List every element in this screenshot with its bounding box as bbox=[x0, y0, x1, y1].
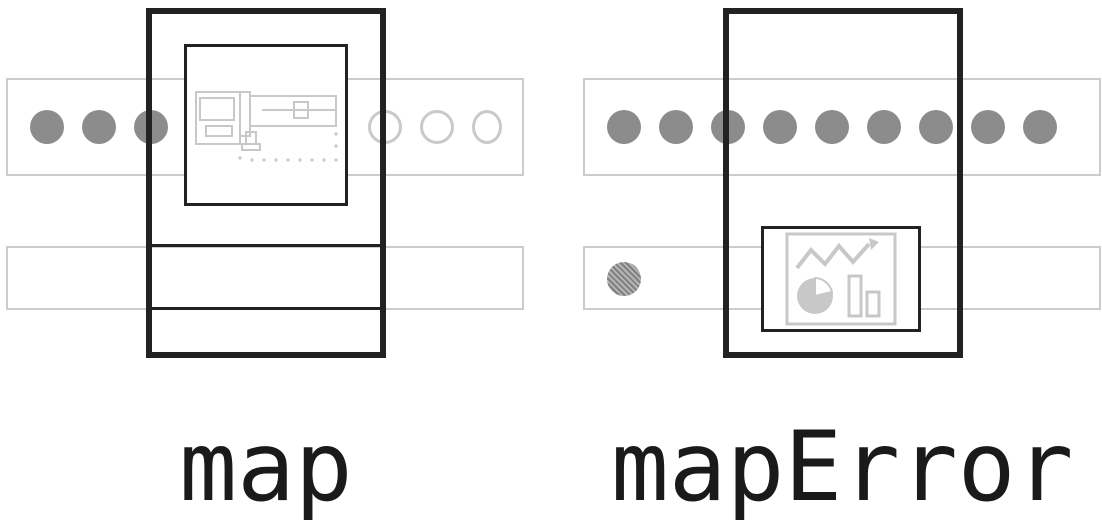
value-dot-hollow bbox=[472, 110, 502, 144]
value-lane bbox=[583, 78, 1101, 176]
map-error-caption: mapError bbox=[611, 411, 1074, 523]
value-dot-hollow bbox=[420, 110, 454, 144]
map-panel: map bbox=[6, 8, 524, 523]
value-dot bbox=[919, 110, 953, 144]
operator-box bbox=[146, 8, 386, 358]
value-dot bbox=[659, 110, 693, 144]
operator-divider bbox=[152, 307, 380, 310]
chart-report-icon bbox=[785, 232, 897, 326]
value-dot bbox=[971, 110, 1005, 144]
processing-machine-icon bbox=[195, 91, 338, 162]
value-dot bbox=[1023, 110, 1057, 144]
value-dot bbox=[30, 110, 64, 144]
value-dot bbox=[607, 110, 641, 144]
map-error-panel: mapError bbox=[551, 0, 1102, 524]
operator-divider bbox=[152, 244, 380, 247]
value-dot bbox=[815, 110, 849, 144]
map-caption: map bbox=[179, 411, 353, 523]
value-dot bbox=[763, 110, 797, 144]
error-dot bbox=[607, 262, 641, 296]
value-dot bbox=[82, 110, 116, 144]
operator-box bbox=[723, 8, 963, 358]
value-dot bbox=[867, 110, 901, 144]
